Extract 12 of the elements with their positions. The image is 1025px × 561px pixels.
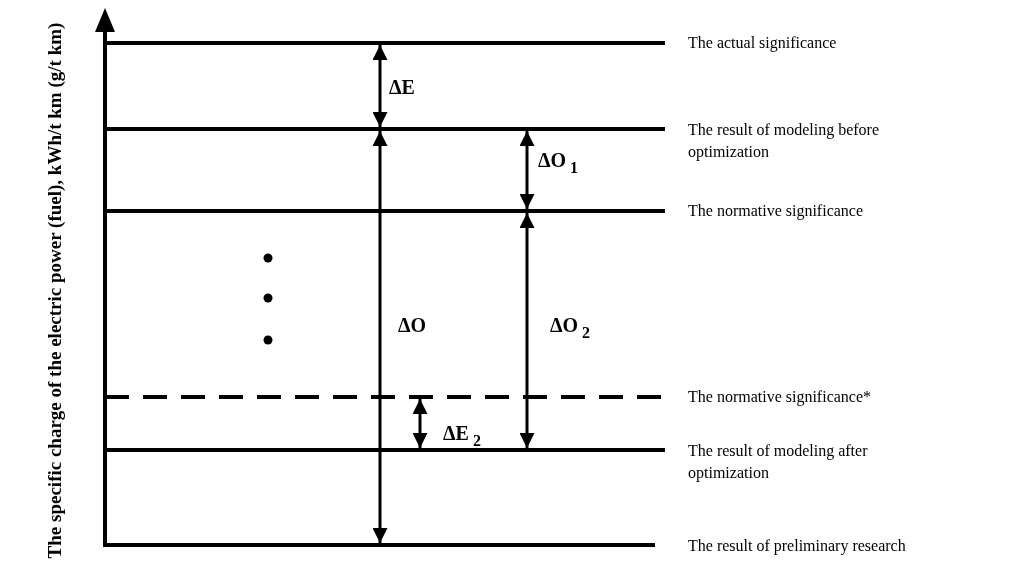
dimension-label: ΔE$_{2}$ (443, 421, 481, 451)
level-label: The actual significance (688, 33, 838, 54)
level-label: The result of preliminary research (688, 536, 907, 557)
level-label: The normative significance* (688, 387, 873, 408)
level-label: The result of modeling before optimization (688, 120, 881, 163)
dimension-label: ΔO$_{1}$ (538, 148, 579, 178)
axis-label: The specific charge of the electric power (fuel), kWh/t km (g/t km) (43, 21, 66, 559)
dimension-label: ΔO$_{2}$ (550, 313, 591, 343)
level-label: The result of modeling after optimization (688, 441, 869, 484)
level-label: The normative significance (688, 201, 865, 222)
dimension-label: ΔO (398, 313, 427, 338)
dimension-label: ΔE (389, 75, 415, 100)
